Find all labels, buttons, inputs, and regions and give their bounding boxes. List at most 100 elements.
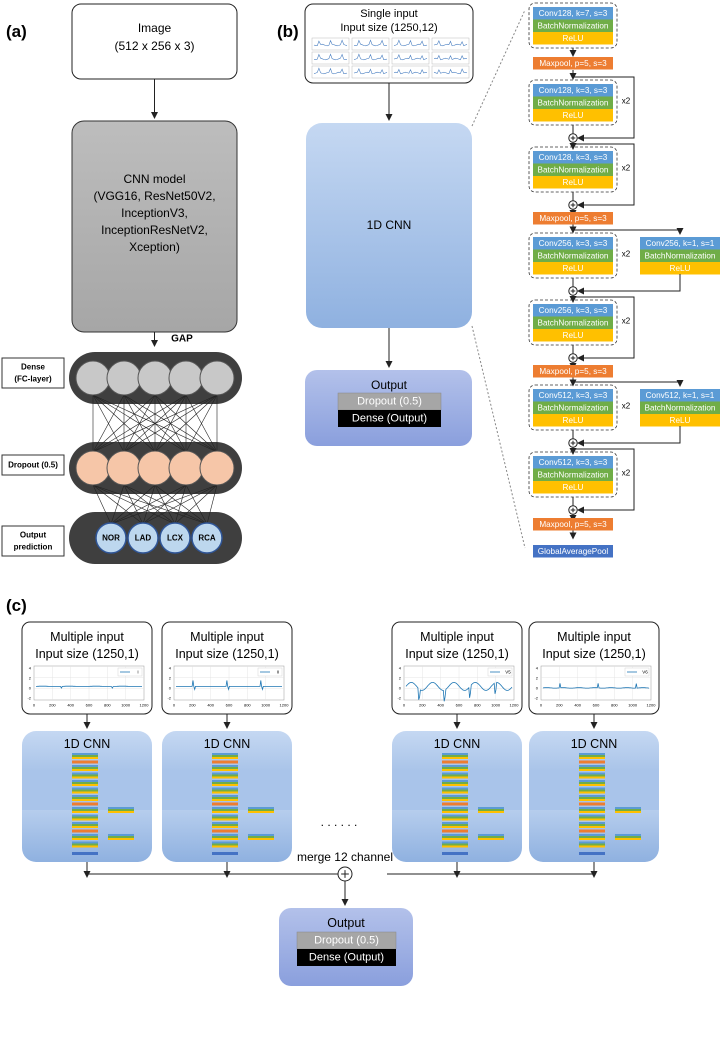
mini-bn: [579, 755, 605, 757]
mini-relu: [442, 811, 468, 813]
mini-conv: [579, 841, 605, 844]
mini-maxpool: [442, 802, 468, 806]
conv-layer-text: Conv512, k=3, s=3: [539, 458, 608, 467]
mini-xtick: 1000: [491, 703, 501, 708]
mini-xtick: 400: [437, 703, 444, 708]
mini-bn: [442, 843, 468, 846]
ecg-trace: [433, 54, 467, 61]
mini-conv: [579, 780, 605, 782]
mini-bn: [212, 782, 238, 784]
mini-xtick: 600: [593, 703, 600, 708]
mini-relu: [212, 776, 238, 779]
mini-shortcut-relu: [615, 811, 641, 813]
mini-conv: [442, 753, 468, 755]
mini-bn: [72, 767, 98, 769]
output-class-label: LAD: [135, 534, 152, 543]
ecg-thumbnail: [431, 37, 470, 51]
mini-xtick: 200: [419, 703, 426, 708]
mini-shortcut-relu: [478, 838, 504, 840]
batchnorm-layer: [533, 163, 613, 176]
mini-shortcut-conv: [615, 807, 641, 809]
relu-layer: [533, 481, 613, 494]
shortcut-bn: [640, 249, 720, 262]
ecg-thumbnail: [351, 65, 390, 79]
mini-conv: [72, 765, 98, 767]
merge-label: merge 12 channel: [297, 850, 393, 864]
multi-input-title: Multiple input: [190, 630, 264, 644]
ecg-thumbnail: [311, 65, 350, 79]
dense-node: [75, 360, 111, 396]
multi-input-title: Multiple input: [557, 630, 631, 644]
dense-dropout-link: [92, 394, 218, 453]
output-label: Output: [20, 531, 47, 540]
ecg-trace: [353, 68, 388, 75]
cnn-1d-column-label: 1D CNN: [64, 737, 111, 751]
mini-conv: [579, 753, 605, 755]
panel-label-c: (c): [6, 596, 27, 615]
mini-bn: [442, 789, 468, 792]
relu-layer-text: ReLU: [563, 34, 584, 43]
mini-maxpool: [212, 760, 238, 764]
dense-dropout-link: [185, 394, 218, 453]
dense-dropout-link: [154, 394, 218, 453]
mini-conv: [212, 753, 238, 755]
ecg-thumbnail: [311, 37, 350, 51]
dropout-output-link: [110, 484, 125, 525]
mini-ytick: 4: [29, 666, 32, 671]
mini-conv: [212, 780, 238, 782]
mini-bn: [212, 755, 238, 757]
mini-maxpool: [72, 802, 98, 806]
mini-conv: [442, 772, 468, 775]
conv-layer: [533, 304, 613, 317]
multi-input-size: Input size (1250,1): [542, 647, 646, 661]
conv-layer: [533, 84, 613, 97]
mini-maxpool: [442, 829, 468, 833]
mini-relu: [212, 784, 238, 786]
batchnorm-layer: [533, 401, 613, 414]
multi-input-size: Input size (1250,1): [35, 647, 139, 661]
shortcut-conv-text: Conv256, k=1, s=1: [646, 239, 715, 248]
identity-skip: [573, 448, 635, 514]
shortcut-relu: [640, 262, 720, 275]
mini-conv: [72, 814, 98, 817]
gap-layer: [533, 545, 613, 558]
mini-ytick: -2: [397, 696, 401, 701]
identity-skip: [573, 76, 635, 142]
dense-node: [106, 360, 142, 396]
conv-layer-text: Conv512, k=3, s=3: [539, 391, 608, 400]
mini-ytick: 0: [29, 686, 32, 691]
mini-conv: [212, 841, 238, 844]
batchnorm-layer-text: BatchNormalization: [538, 470, 609, 479]
shortcut-conv-text: Conv512, k=1, s=1: [646, 391, 715, 400]
mini-xtick: 1000: [628, 703, 638, 708]
maxpool-layer: [533, 518, 613, 531]
mini-xtick: 600: [86, 703, 93, 708]
dropout-output-link: [174, 484, 218, 525]
dense-dropout-link: [92, 394, 156, 453]
mini-conv: [72, 834, 98, 836]
mini-bn: [72, 797, 98, 799]
shortcut-relu-text: ReLU: [670, 264, 691, 273]
mini-bn: [72, 782, 98, 784]
maxpool-layer-text: Maxpool, p=5, s=3: [539, 214, 607, 223]
mini-bn: [72, 836, 98, 838]
conv-layer: [533, 237, 613, 250]
mini-bn: [72, 843, 98, 846]
mini-relu: [442, 838, 468, 840]
dropout-node: [106, 450, 142, 486]
mini-bn: [579, 836, 605, 838]
cnn-1d-label: 1D CNN: [367, 218, 412, 232]
mini-bn: [212, 836, 238, 838]
output-class-label: LCX: [167, 534, 184, 543]
mini-relu: [72, 838, 98, 840]
mini-xtick: 1200: [140, 703, 150, 708]
mini-relu: [72, 818, 98, 821]
mini-relu: [212, 845, 238, 848]
dense-node: [168, 360, 204, 396]
mini-xtick: 0: [173, 703, 176, 708]
mini-gap: [72, 852, 98, 855]
relu-layer: [533, 109, 613, 122]
shortcut-path: [573, 380, 684, 387]
mini-ytick: 4: [399, 666, 402, 671]
dense-text: Dense (Output): [352, 413, 427, 425]
